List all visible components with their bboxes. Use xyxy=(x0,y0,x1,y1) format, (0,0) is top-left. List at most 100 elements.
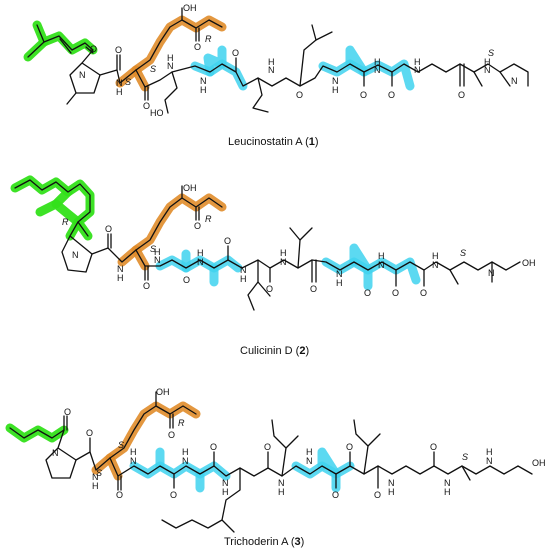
hydrogen-label: H xyxy=(200,85,207,95)
oxygen-label: O xyxy=(232,48,239,58)
hydrogen-label: H xyxy=(484,57,491,67)
nitrogen-label: N xyxy=(486,456,493,466)
stereo-label: R xyxy=(62,217,69,227)
nitrogen-label: N xyxy=(432,260,439,270)
nitrogen-label: N xyxy=(374,65,381,75)
nitrogen-label: N xyxy=(92,472,99,482)
hydroxyl-label: OH xyxy=(532,458,546,468)
nitrogen-label: N xyxy=(79,70,86,80)
oxygen-label: O xyxy=(168,430,175,440)
oxygen-label: O xyxy=(194,221,201,231)
nitrogen-label: N xyxy=(278,478,285,488)
compound-2-structure: O N N H OH O O N H O N H O N H O N H O N… xyxy=(10,175,536,357)
hydrogen-label: H xyxy=(154,247,161,257)
oxygen-label: O xyxy=(296,90,303,100)
oxygen-label: O xyxy=(116,490,123,500)
compound-name: Trichoderin A xyxy=(224,536,289,548)
compound-3-caption: Trichoderin A (3) xyxy=(224,536,304,548)
stereo-label: S xyxy=(462,452,468,462)
hydrogen-label: H xyxy=(332,85,339,95)
stereo-label: S xyxy=(150,244,156,254)
hydrogen-label: H xyxy=(222,487,229,497)
nitrogen-label: N xyxy=(332,76,339,86)
nitrogen-label: N xyxy=(511,76,518,86)
fatty-acid-highlight-1 xyxy=(23,20,98,62)
compound-1-caption: Leucinostatin A (1) xyxy=(228,136,319,148)
hydrogen-label: H xyxy=(388,487,395,497)
nitrogen-label: N xyxy=(200,76,207,86)
hydrogen-label: H xyxy=(130,447,137,457)
oxygen-label: O xyxy=(90,44,97,54)
compound-2-stereo: R S R S xyxy=(62,214,466,258)
hydrogen-label: H xyxy=(116,87,123,97)
oxygen-label: O xyxy=(210,442,217,452)
compound-2-caption: Culicinin D (2) xyxy=(240,345,309,357)
oxygen-label: O xyxy=(264,442,271,452)
oxygen-label: O xyxy=(430,442,437,452)
hydrogen-label: H xyxy=(414,57,421,67)
oxygen-label: O xyxy=(374,490,381,500)
hydrogen-label: H xyxy=(197,248,204,258)
hydrogen-label: H xyxy=(240,274,247,284)
nitrogen-label: N xyxy=(378,260,385,270)
oxygen-label: O xyxy=(143,101,150,111)
compound-3-bonds xyxy=(9,391,533,533)
hydrogen-label: H xyxy=(336,278,343,288)
oxygen-label: O xyxy=(266,284,273,294)
nitrogen-label: N xyxy=(72,250,79,260)
stereo-label: S xyxy=(488,48,494,58)
nitrogen-label: N xyxy=(182,456,189,466)
compound-2-atoms: O N N H OH O O N H O N H O N H O N H O N… xyxy=(72,183,536,298)
compound-3-atoms: O N O N H OH O O N H O N H O N H O N H O… xyxy=(52,387,546,500)
oxygen-label: O xyxy=(183,275,190,285)
compound-1-structure: O N O N H OH O O N H HO N H O N H O N H … xyxy=(23,3,529,148)
hydrogen-label: H xyxy=(444,487,451,497)
hydroxyl-label: HO xyxy=(150,108,164,118)
hydrogen-label: H xyxy=(432,251,439,261)
oxygen-label: O xyxy=(105,224,112,234)
hydroxyl-label: OH xyxy=(156,387,170,397)
nitrogen-label: N xyxy=(414,65,421,75)
hydrogen-label: H xyxy=(167,53,174,63)
oxygen-label: O xyxy=(392,288,399,298)
hydroxyl-label: OH xyxy=(183,183,197,193)
compound-number: 1 xyxy=(309,136,315,148)
oxygen-label: O xyxy=(360,90,367,100)
oxygen-label: O xyxy=(115,45,122,55)
nitrogen-label: N xyxy=(154,255,161,265)
hydrogen-label: H xyxy=(306,447,313,457)
hydrogen-label: H xyxy=(92,481,99,491)
compound-2-bonds xyxy=(14,179,521,311)
oxygen-label: O xyxy=(458,90,465,100)
oxygen-label: O xyxy=(194,42,201,52)
nitrogen-label: N xyxy=(240,265,247,275)
nitrogen-label: N xyxy=(197,257,204,267)
compound-3-stereo: R S S S xyxy=(96,418,468,478)
nitrogen-label: N xyxy=(484,65,491,75)
oxygen-label: O xyxy=(388,90,395,100)
stereo-label: S xyxy=(118,440,124,450)
nitrogen-label: N xyxy=(336,269,343,279)
oxygen-label: O xyxy=(332,490,339,500)
hydrogen-label: H xyxy=(378,251,385,261)
nitrogen-label: N xyxy=(117,264,124,274)
oxygen-label: O xyxy=(86,428,93,438)
hydrogen-label: H xyxy=(280,248,287,258)
nitrogen-label: N xyxy=(222,478,229,488)
compound-name: Culicinin D xyxy=(240,345,293,357)
hydrogen-label: H xyxy=(268,57,275,67)
nitrogen-label: N xyxy=(52,448,59,458)
compound-1-bonds xyxy=(27,7,529,114)
hydrogen-label: H xyxy=(374,57,381,67)
oxygen-label: O xyxy=(310,284,317,294)
hydrogen-label: H xyxy=(278,487,285,497)
hydrogen-label: H xyxy=(117,273,124,283)
nitrogen-label: N xyxy=(116,78,123,88)
hydroxyl-label: OH xyxy=(183,3,197,13)
stereo-label: S xyxy=(125,77,131,87)
stereo-label: R xyxy=(178,418,185,428)
hydrogen-label: H xyxy=(182,447,189,457)
oxygen-label: O xyxy=(143,281,150,291)
oxygen-label: O xyxy=(364,288,371,298)
